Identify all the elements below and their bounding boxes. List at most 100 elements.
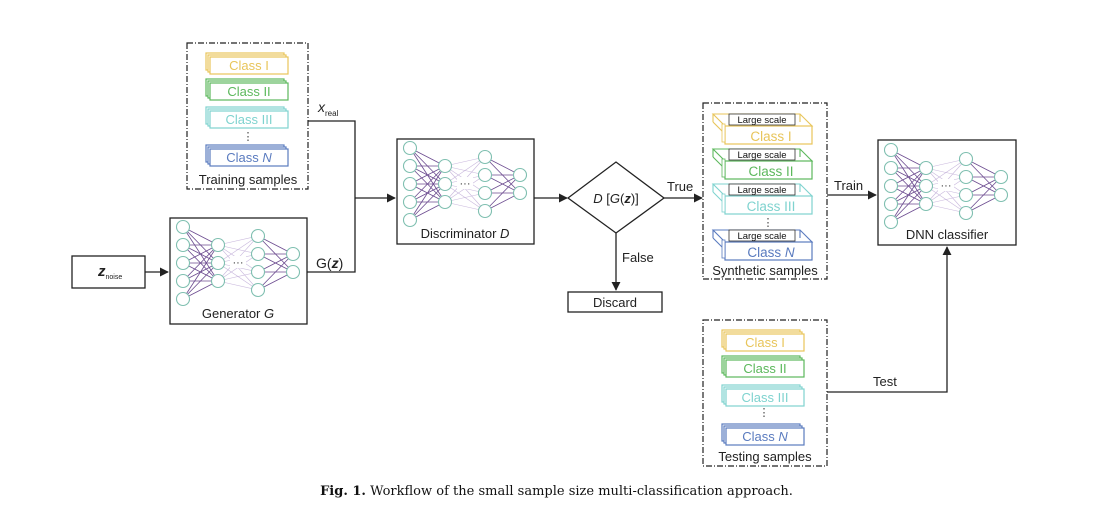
class-label: Class I bbox=[229, 58, 269, 73]
class-label: Class N bbox=[226, 150, 272, 165]
network-node bbox=[250, 282, 266, 298]
network-node bbox=[210, 255, 226, 271]
class-label: Class III bbox=[747, 199, 796, 214]
network-node bbox=[958, 169, 974, 185]
network-edge bbox=[409, 165, 446, 221]
network-node bbox=[883, 142, 899, 158]
caption-text: Workflow of the small sample size multi-… bbox=[365, 484, 793, 499]
large-scale-label: Large scale bbox=[737, 115, 786, 126]
network-node bbox=[883, 160, 899, 176]
class-stack: Class N bbox=[205, 144, 289, 167]
network-node bbox=[993, 169, 1009, 185]
network-node bbox=[175, 219, 191, 235]
testing-samples-title: Testing samples bbox=[718, 449, 812, 464]
discriminator-box: ··· Discriminator D bbox=[396, 138, 535, 245]
network-node bbox=[512, 185, 528, 201]
class-label: Class I bbox=[750, 129, 791, 144]
network-node bbox=[883, 196, 899, 212]
class-label: Class II bbox=[227, 84, 270, 99]
network-edge bbox=[925, 158, 967, 187]
network-node bbox=[958, 151, 974, 167]
network-node bbox=[883, 178, 899, 194]
network-node bbox=[918, 178, 934, 194]
class-label: Class II bbox=[748, 164, 793, 179]
generator-label: Generator G bbox=[202, 306, 274, 321]
synthetic-samples-border bbox=[702, 102, 828, 280]
network-edge bbox=[890, 167, 927, 223]
network-node bbox=[437, 194, 453, 210]
ellipsis: ⋮ bbox=[243, 131, 254, 143]
test-label: Test bbox=[873, 374, 897, 389]
generator-box: ··· Generator G bbox=[169, 217, 308, 325]
network-node bbox=[175, 291, 191, 307]
network-node bbox=[477, 167, 493, 183]
class-stack: Class N bbox=[721, 423, 805, 446]
network-node bbox=[402, 140, 418, 156]
network-edge bbox=[182, 244, 219, 300]
merge-connector bbox=[307, 120, 356, 273]
x-real-label: xreal bbox=[317, 99, 339, 118]
network-node bbox=[512, 167, 528, 183]
true-label: True bbox=[667, 179, 693, 194]
test-arrow bbox=[827, 246, 952, 393]
large-scale-label: Large scale bbox=[737, 150, 786, 161]
training-samples-border bbox=[186, 42, 309, 190]
discriminator-network-icon: ··· bbox=[402, 140, 528, 228]
noise-label: znoise bbox=[97, 263, 122, 281]
false-label: False bbox=[622, 250, 654, 265]
network-node bbox=[958, 187, 974, 203]
network-node bbox=[993, 187, 1009, 203]
network-node bbox=[285, 264, 301, 280]
network-node bbox=[250, 264, 266, 280]
network-node bbox=[175, 255, 191, 271]
network-node bbox=[883, 214, 899, 230]
noise-input-box: znoise bbox=[71, 255, 146, 289]
discriminator-label: Discriminator D bbox=[421, 226, 510, 241]
class-stack: Class III bbox=[721, 384, 805, 407]
network-node bbox=[210, 273, 226, 289]
class-label: Class III bbox=[742, 390, 789, 405]
large-scale-label: Large scale bbox=[737, 185, 786, 196]
network-node bbox=[402, 158, 418, 174]
network-node bbox=[402, 194, 418, 210]
decision-label: D [G(z)] bbox=[593, 191, 639, 206]
caption-prefix: Fig. 1. bbox=[320, 484, 366, 499]
network-node bbox=[477, 185, 493, 201]
synthetic-samples-title: Synthetic samples bbox=[712, 263, 818, 278]
generator-network-icon: ··· bbox=[175, 219, 301, 307]
network-edge bbox=[890, 167, 927, 205]
network-node bbox=[958, 205, 974, 221]
network-node bbox=[285, 246, 301, 262]
class-stack: Class I bbox=[205, 52, 289, 75]
network-node bbox=[437, 158, 453, 174]
network-node bbox=[477, 203, 493, 219]
dnn-classifier-box: ··· DNN classifier bbox=[877, 139, 1017, 246]
network-node bbox=[175, 237, 191, 253]
network-edge bbox=[182, 244, 219, 282]
network-node bbox=[477, 149, 493, 165]
class-stack: Class III bbox=[205, 106, 289, 129]
ellipsis: ··· bbox=[460, 178, 471, 190]
class-stack: Class II bbox=[721, 355, 805, 378]
training-samples-title: Training samples bbox=[199, 172, 298, 187]
network-edge bbox=[444, 156, 486, 185]
network-edge bbox=[890, 185, 927, 223]
network-edge bbox=[409, 165, 446, 203]
large-scale-label: Large scale bbox=[737, 231, 786, 242]
network-node bbox=[250, 228, 266, 244]
discard-label: Discard bbox=[593, 295, 637, 310]
class-label: Class II bbox=[743, 361, 786, 376]
network-node bbox=[175, 273, 191, 289]
training-samples-group: Class I Class II Class III Class N ⋮ Trainin… bbox=[186, 42, 309, 190]
classifier-network-icon: ··· bbox=[883, 142, 1009, 230]
network-node bbox=[250, 246, 266, 262]
testing-samples-border bbox=[702, 319, 828, 467]
network-node bbox=[402, 176, 418, 192]
